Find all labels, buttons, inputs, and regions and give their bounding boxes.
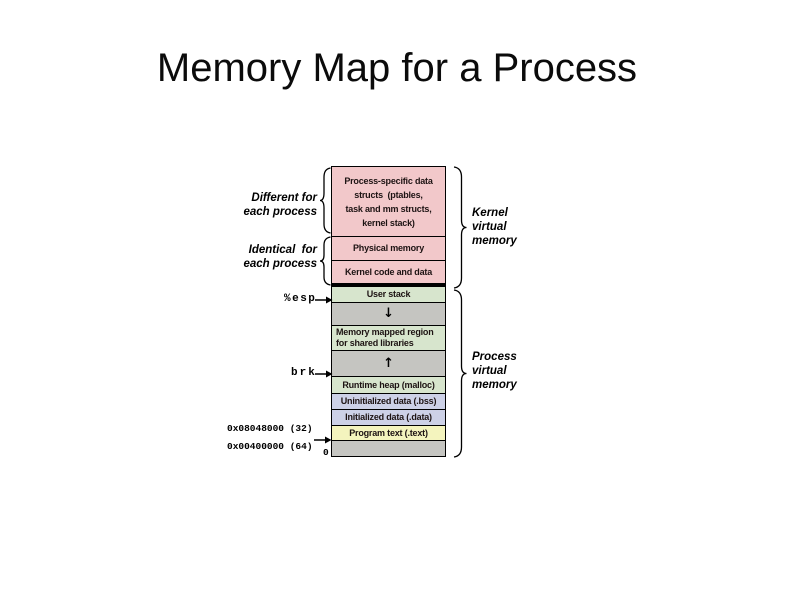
right-brace-kernel-icon (453, 166, 467, 289)
label-kernel-virtual-memory: Kernel virtual memory (472, 206, 517, 248)
box-label: task and mm structs, (345, 203, 432, 214)
box-label: Memory mapped region (336, 327, 434, 337)
label-line: each process (243, 206, 317, 218)
box-label: Uninitialized data (.bss) (340, 396, 437, 406)
box-uninitialized-data: Uninitialized data (.bss) (332, 394, 445, 410)
left-brace-different-icon (319, 167, 331, 234)
label-brk-pointer: brk (291, 367, 317, 379)
box-initialized-data: Initialized data (.data) (332, 410, 445, 426)
box-physical-memory: Physical memory (332, 237, 445, 261)
box-kernel-structs: Process-specific data structs (ptables, … (332, 167, 445, 237)
box-label: Physical memory (352, 243, 425, 253)
esp-pointer-arrow-icon (315, 296, 333, 304)
label-line: Different for (251, 192, 317, 204)
left-brace-identical-icon (319, 236, 331, 286)
box-label: for shared libraries (336, 338, 414, 348)
box-memory-mapped-region: Memory mapped region for shared librarie… (332, 326, 445, 351)
box-label: Runtime heap (malloc) (342, 379, 435, 390)
box-heap-growth-gap: ↑ (332, 351, 445, 377)
label-different-for-each-process: Different for each process (232, 191, 317, 219)
label-line: Identical for (248, 244, 317, 256)
box-label: kernel stack) (362, 217, 415, 228)
label-process-virtual-memory: Process virtual memory (472, 350, 517, 392)
box-program-text: Program text (.text) (332, 426, 445, 441)
label-line: virtual (472, 221, 507, 233)
box-unused-low-memory (332, 441, 445, 456)
label-line: virtual (472, 365, 507, 377)
right-brace-process-icon (453, 289, 467, 458)
box-stack-growth-gap: ↓ (332, 303, 445, 326)
box-kernel-code-data: Kernel code and data (332, 261, 445, 284)
text-start-arrow-icon (314, 436, 332, 444)
box-runtime-heap: Runtime heap (malloc) (332, 377, 445, 394)
box-label: Program text (.text) (349, 427, 428, 438)
box-label: User stack (366, 289, 411, 299)
stack-grow-arrow-icon: ↓ (383, 306, 394, 321)
label-line: Process (472, 351, 517, 363)
label-line: memory (472, 379, 517, 391)
heap-grow-arrow-icon: ↑ (383, 355, 394, 371)
box-label: structs (ptables, (354, 189, 423, 200)
label-esp-register: %esp (284, 293, 317, 305)
label-line: memory (472, 235, 517, 247)
label-address-zero: 0 (323, 447, 329, 458)
slide-title: Memory Map for a Process (156, 46, 638, 90)
label-line: Kernel (472, 207, 508, 219)
box-label: Kernel code and data (344, 266, 433, 277)
memory-column: Process-specific data structs (ptables, … (331, 166, 446, 457)
box-label: Initialized data (.data) (345, 412, 432, 422)
label-identical-for-each-process: Identical for each process (232, 243, 317, 271)
brk-pointer-arrow-icon (315, 370, 333, 378)
box-user-stack: User stack (332, 284, 445, 303)
label-line: each process (243, 258, 317, 270)
box-label: Process-specific data (344, 175, 433, 186)
label-text-start-address-64: 0x00400000 (64) (227, 441, 313, 452)
label-text-start-address-32: 0x08048000 (32) (227, 423, 313, 434)
